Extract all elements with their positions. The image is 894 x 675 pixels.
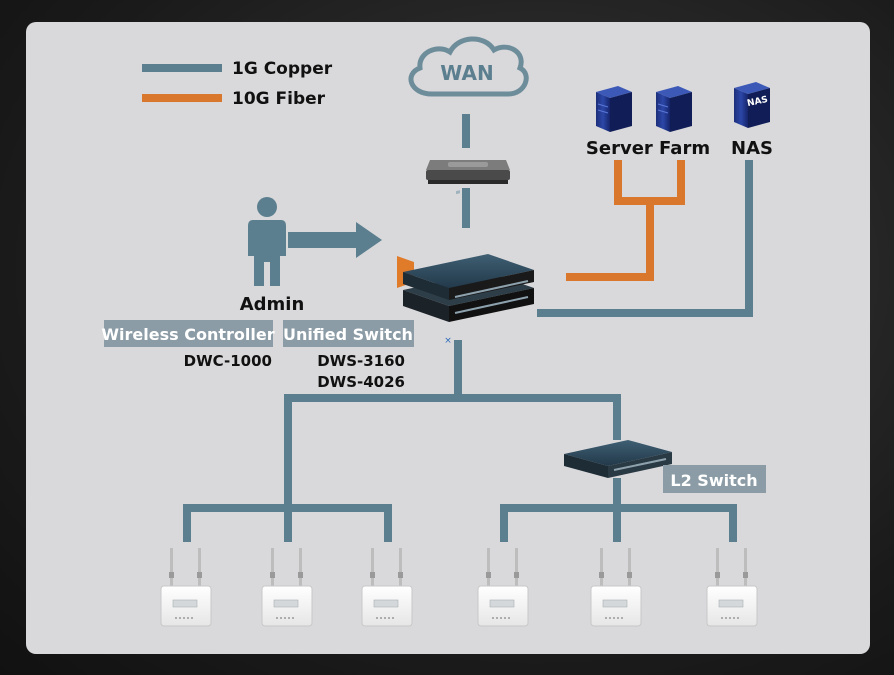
access-point-icon	[261, 548, 313, 627]
access-point-icon	[590, 548, 642, 627]
wireless-controller-tag: Wireless Controller	[101, 320, 275, 347]
admin-label: Admin	[240, 294, 305, 315]
access-point-icon	[361, 548, 413, 627]
l2-switch-device	[564, 440, 672, 478]
fiber-links	[566, 160, 685, 281]
l2-switch-tag: L2 Switch	[663, 465, 766, 493]
wan-label: WAN	[440, 61, 493, 85]
unified-switch-tag: Unified Switch	[283, 320, 414, 347]
legend: 1G Copper 10G Fiber	[142, 59, 333, 109]
nas-badge: NAS	[746, 95, 769, 109]
switch-marker-icon: ×	[444, 336, 452, 346]
wireless-controller-label: Wireless Controller	[101, 325, 274, 344]
copper-links	[183, 114, 753, 542]
server-farm-label: Server Farm	[586, 138, 710, 159]
server-icon	[656, 86, 692, 132]
unified-switch-device	[397, 190, 534, 322]
nas-device: NAS NAS	[731, 82, 773, 159]
server-farm: Server Farm	[586, 86, 710, 159]
access-points	[160, 548, 758, 627]
wan-cloud: WAN	[408, 36, 529, 97]
admin-person-icon	[248, 197, 286, 286]
server-icon	[596, 86, 632, 132]
access-point-icon	[706, 548, 758, 627]
unified-switch-model: DWS-4026	[317, 373, 405, 391]
access-point-icon	[477, 548, 529, 627]
nas-label: NAS	[731, 138, 773, 159]
legend-copper-label: 1G Copper	[232, 59, 333, 79]
unified-switch-label: Unified Switch	[283, 325, 413, 344]
admin-arrow-icon	[288, 222, 382, 258]
unified-switch-model: DWS-3160	[317, 352, 405, 370]
access-point-icon	[160, 548, 212, 627]
legend-fiber-label: 10G Fiber	[232, 89, 326, 109]
wireless-controller-model: DWC-1000	[184, 352, 272, 370]
router	[426, 160, 510, 184]
l2-switch-label: L2 Switch	[670, 471, 757, 490]
